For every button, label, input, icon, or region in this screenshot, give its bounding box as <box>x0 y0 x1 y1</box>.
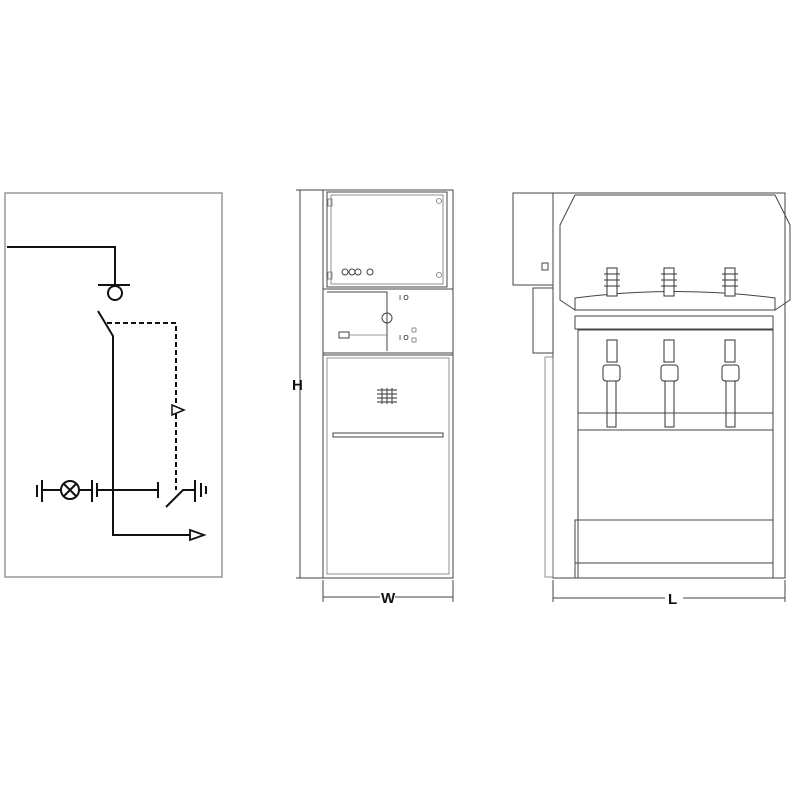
cable-compartment <box>577 329 774 579</box>
gas-tank-outline <box>559 194 791 311</box>
top-bushings <box>604 267 738 297</box>
mechanism-panel <box>322 288 454 354</box>
front-view: I O I O H W <box>292 189 454 607</box>
svg-text:I O: I O <box>399 294 409 302</box>
load-switch-line <box>97 310 198 536</box>
cable-clamp-rail <box>578 412 773 431</box>
svg-text:I O: I O <box>399 334 409 342</box>
current-transformer-icon <box>107 285 123 301</box>
side-view: L <box>512 192 791 608</box>
vent-grid <box>377 388 397 404</box>
schematic-frame <box>4 192 223 578</box>
busbar-line <box>7 246 116 285</box>
length-label: L <box>668 591 677 608</box>
meter-knobs <box>341 268 374 276</box>
bottom-plate <box>574 519 774 564</box>
earthing-switch-icon <box>165 480 207 508</box>
low-voltage-box <box>512 192 554 286</box>
cabinet-outline <box>322 189 454 579</box>
width-label: W <box>381 590 396 607</box>
cable-compartment-door <box>322 354 454 579</box>
outgoing-arrow-icon <box>189 528 207 542</box>
lamp-cross <box>63 483 77 497</box>
support-rail <box>574 315 774 330</box>
door-handle-bar <box>332 432 444 438</box>
bottom-bushings-and-cables <box>602 339 740 428</box>
width-dimension-line <box>322 580 454 602</box>
operating-shaft-icon <box>381 312 393 324</box>
length-dimension-line <box>552 580 786 602</box>
height-label: H <box>292 377 303 394</box>
top-control-panel <box>326 191 448 288</box>
interlock-arrow-icon <box>171 403 186 417</box>
indicator-lamp-icon <box>60 480 80 500</box>
tank-flange <box>574 291 776 311</box>
single-line-schematic <box>4 192 223 578</box>
height-dimension-line <box>296 189 323 579</box>
mechanism-box <box>532 287 554 354</box>
mechanical-interlock-dashed <box>107 322 177 490</box>
side-door-panel <box>544 356 554 578</box>
nameplate <box>338 331 350 339</box>
capacitive-divider-lines <box>36 480 159 502</box>
